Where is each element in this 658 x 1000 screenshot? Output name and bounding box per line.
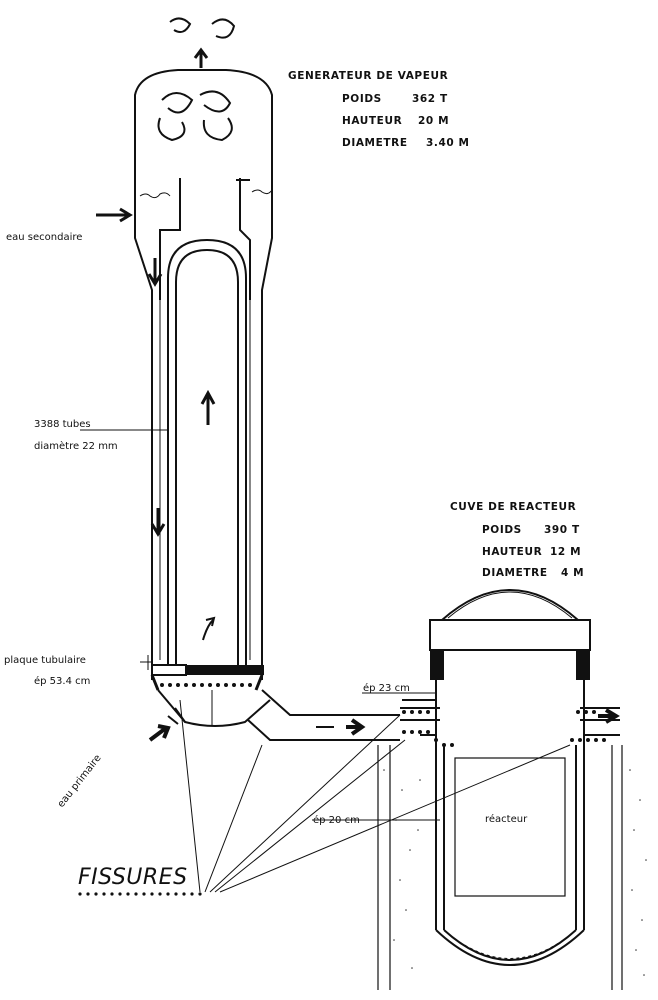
secondary-water-arrow — [96, 207, 133, 223]
rv-spec-value-height: 12 M — [550, 546, 581, 558]
label-tubes-diameter: diamètre 22 mm — [34, 440, 118, 452]
flow-arrow-pipe — [346, 718, 366, 736]
rv-spec-value-weight: 390 T — [544, 524, 580, 536]
label-tube-plate: plaque tubulaire — [4, 655, 86, 666]
rv-spec-label-diameter: DIAMETRE — [482, 567, 548, 579]
label-thickness-23: ép 23 cm — [363, 682, 410, 694]
steam-swirl-top — [169, 17, 236, 39]
rv-spec-label-weight: POIDS — [482, 524, 522, 536]
steam-outlet-arrow — [193, 47, 209, 68]
channel-head — [157, 689, 271, 727]
vessel-dome — [441, 589, 579, 621]
fissure-line-2 — [204, 744, 263, 893]
label-fissures: FISSURES — [78, 865, 188, 890]
sg-spec-value-weight: 362 T — [412, 93, 448, 105]
turn-arrow — [202, 616, 216, 641]
vessel-walls — [435, 745, 585, 930]
downcomer-baffle-left — [159, 178, 181, 300]
fissure-dots — [78, 892, 202, 896]
vessel-bottom — [435, 929, 585, 966]
water-level-right — [251, 189, 273, 195]
label-thickness-20: ép 20 cm — [313, 814, 360, 826]
nozzle-hatching — [402, 699, 620, 736]
water-level-left — [139, 192, 171, 199]
steam-swirls — [157, 90, 233, 142]
fissure-line-4 — [214, 739, 406, 893]
shell-left-wall — [134, 180, 153, 680]
downflow-arrow-upper — [147, 258, 163, 287]
upflow-arrow — [200, 389, 216, 425]
reactor-core — [454, 757, 566, 897]
concrete-pit — [377, 745, 623, 990]
downflow-arrow-lower — [150, 508, 166, 537]
sg-spec-label-weight: POIDS — [342, 93, 382, 105]
u-tube-inner — [175, 248, 239, 665]
leader-lines — [78, 429, 571, 896]
rv-spec-label-height: HAUTEUR — [482, 546, 542, 558]
vessel-bottom-dots — [449, 934, 571, 959]
concrete-texture — [383, 769, 647, 976]
sg-crack-dots — [160, 683, 252, 687]
tube-plate-dark — [186, 665, 264, 675]
fissure-line-5 — [219, 744, 571, 893]
closure-flange — [429, 619, 591, 651]
label-reactor: réacteur — [485, 813, 528, 825]
inlet-nozzle — [167, 707, 186, 725]
nozzle-right — [580, 707, 620, 721]
plate-wedges — [150, 674, 264, 691]
sg-spec-value-height: 20 M — [418, 115, 449, 127]
label-tube-plate-thickness: ép 53.4 cm — [34, 675, 90, 687]
sg-spec-label-diameter: DIAMETRE — [342, 137, 408, 149]
steam-generator — [96, 17, 273, 742]
primary-piping — [247, 689, 400, 741]
downcomer-baffle-right — [239, 178, 251, 300]
flange-left — [430, 650, 444, 680]
primary-inlet-arrow — [148, 724, 171, 742]
vessel-dome-inner — [447, 591, 573, 619]
fissure-line-1 — [179, 699, 201, 893]
hot-leg-top — [261, 689, 400, 716]
reactor-vessel — [377, 589, 647, 990]
reactor-vessel-title: CUVE DE REACTEUR — [450, 501, 576, 513]
hot-leg-bottom — [247, 719, 400, 741]
shell-right-wall — [261, 180, 273, 680]
nozzle-left — [400, 707, 440, 721]
fissure-line-3 — [209, 714, 401, 893]
vessel-upper-walls — [435, 680, 585, 745]
steam-generator-title: GENERATEUR DE VAPEUR — [288, 70, 448, 82]
label-tubes-count: 3388 tubes — [34, 419, 91, 430]
vessel-crack-dots — [402, 710, 606, 747]
sg-spec-value-diameter: 3.40 M — [426, 137, 470, 149]
outlet-arrow — [598, 708, 620, 724]
sg-spec-label-height: HAUTEUR — [342, 115, 402, 127]
steam-dome — [134, 69, 273, 180]
label-primary-water: eau primaire — [56, 753, 104, 810]
label-secondary-water: eau secondaire — [6, 232, 82, 243]
rv-spec-value-diameter: 4 M — [561, 567, 584, 579]
tube-wrapper — [159, 300, 251, 660]
flange-right — [576, 650, 590, 680]
u-tube-outer — [167, 238, 247, 665]
tube-plate — [151, 664, 187, 676]
